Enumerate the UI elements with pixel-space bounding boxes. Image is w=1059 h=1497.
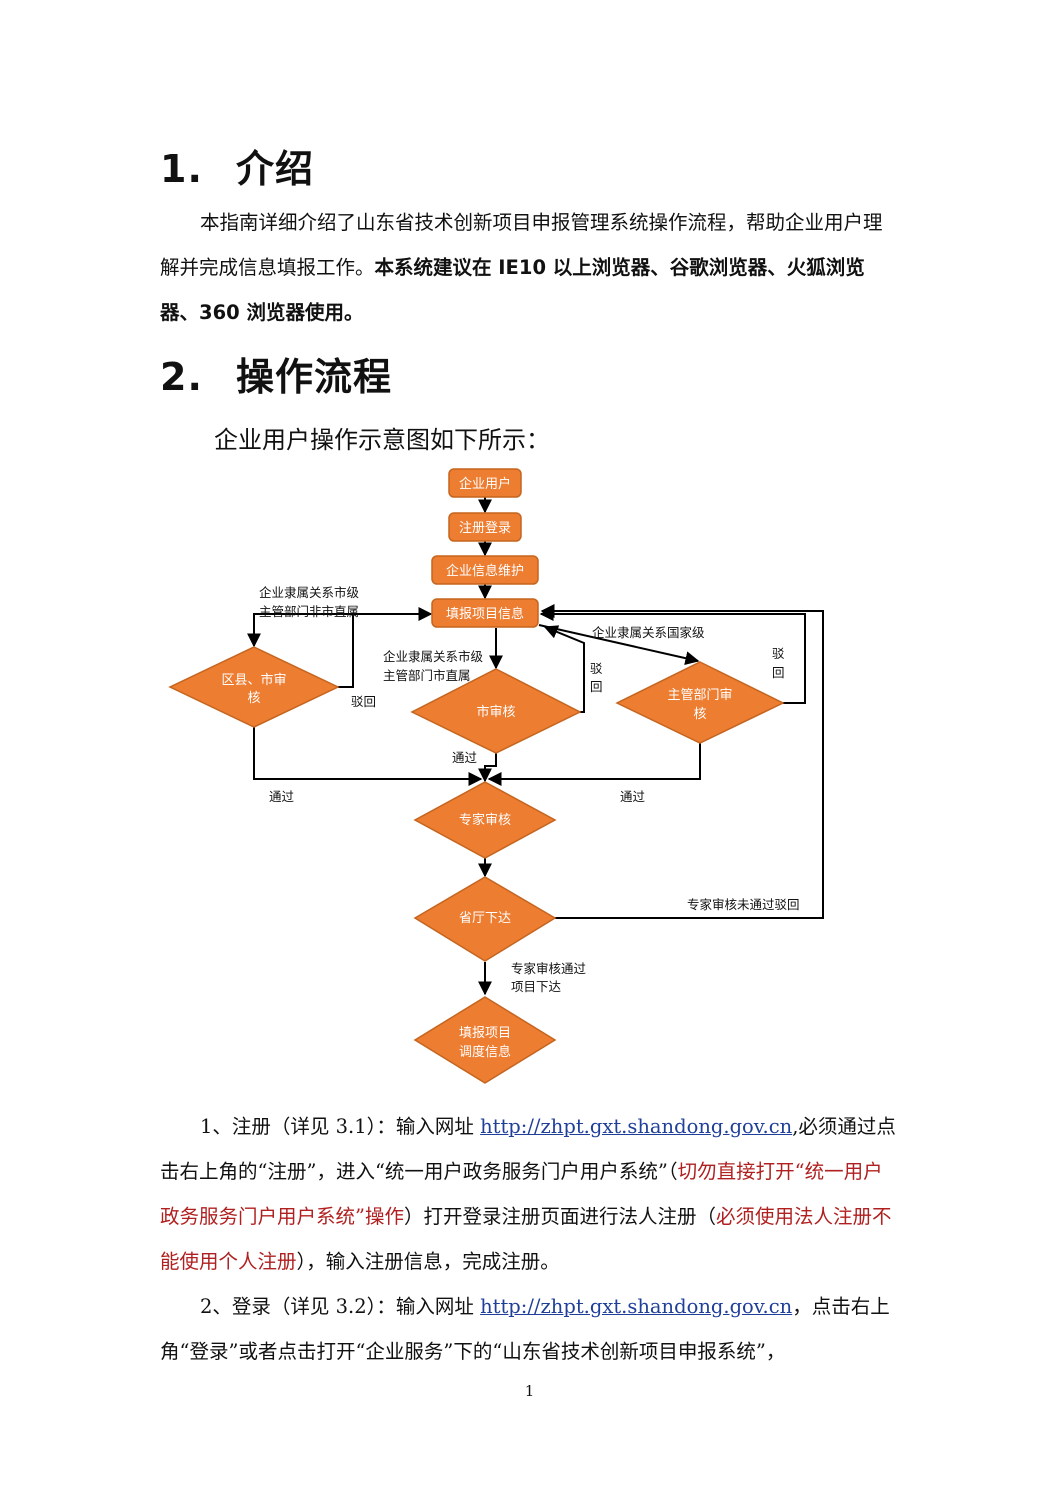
section-number: 1. — [160, 147, 203, 191]
flow-text-schedule: 调度信息 — [459, 1044, 511, 1060]
flow-diamond-expert — [413, 781, 557, 859]
flow-diamond-city — [410, 668, 582, 754]
flow-text-register: 注册登录 — [459, 521, 511, 536]
flow-label-direct: 企业隶属关系市级 — [383, 649, 484, 664]
step-1-text: ），输入注册信息，完成注册。 — [296, 1250, 560, 1273]
flow-label-pass: 通过 — [452, 750, 478, 765]
flow-label-reject: 驳 — [772, 646, 785, 661]
flow-box-register — [448, 512, 522, 542]
flow-text-schedule: 填报项目 — [459, 1026, 511, 1041]
section-title: 操作流程 — [236, 355, 393, 399]
flow-label-issued: 专家审核通过 — [511, 961, 587, 976]
flow-text-dept: 核 — [693, 707, 706, 722]
flow-diamond-dept — [615, 661, 785, 744]
flow-box-fill — [431, 598, 539, 628]
section-number: 2. — [160, 355, 203, 399]
section-1-heading: 1. 介绍 — [160, 138, 314, 193]
step-1-paragraph: 1、注册（详见 3.1）：输入网址 http://zhpt.gxt.shando… — [160, 1104, 900, 1284]
step-2-paragraph: 2、登录（详见 3.2）：输入网址 http://zhpt.gxt.shando… — [160, 1284, 900, 1374]
intro-text: 本指南详细介绍了山东省技术创新项目申报管理系统操作流程，帮助企业用户理解并完成信… — [160, 211, 883, 279]
section-title: 介绍 — [236, 147, 315, 191]
flow-text-city: 市审核 — [476, 704, 515, 720]
flow-text-fill: 填报项目信息 — [446, 606, 524, 622]
flow-label-reject: 驳 — [590, 661, 603, 676]
step-1-text: ,必须通过点击右上角的“注册”，进入“统一用户政务服务门户用户系统”（ — [160, 1115, 896, 1183]
flow-text-province: 省厅下达 — [459, 911, 511, 926]
flow-text-dept: 主管部门审 — [667, 688, 732, 703]
flow-label-issued: 项目下达 — [511, 979, 562, 994]
flow-text-district: 区县、市审 — [221, 672, 286, 688]
flow-box-maintain — [431, 555, 539, 585]
flow-box-user — [448, 468, 522, 498]
flow-text-user: 企业用户 — [459, 476, 511, 492]
flow-label-reject: 回 — [590, 679, 603, 694]
step-2-text: ，点击右上角“登录”或者点击打开“企业服务”下的“山东省技术创新项目申报系统”， — [160, 1295, 890, 1363]
flow-label-pass: 通过 — [269, 789, 295, 804]
step-1-link[interactable]: http://zhpt.gxt.shandong.gov.cn — [480, 1115, 793, 1138]
flow-diamond-schedule — [413, 996, 557, 1084]
flow-label-direct: 主管部门市直属 — [383, 668, 471, 683]
page-number: 1 — [524, 1382, 535, 1400]
step-1-text: 1、注册（详见 3.1）：输入网址 — [200, 1115, 481, 1138]
step-2-link[interactable]: http://zhpt.gxt.shandong.gov.cn — [480, 1295, 793, 1318]
intro-bold-text: 本系统建议在 IE10 以上浏览器、谷歌浏览器、火狐浏览器、360 浏览器使用。 — [160, 256, 865, 324]
step-1-warning: 必须使用法人注册不能使用个人注册 — [160, 1205, 892, 1273]
intro-paragraph: 本指南详细介绍了山东省技术创新项目申报管理系统操作流程，帮助企业用户理解并完成信… — [160, 200, 900, 335]
flow-label-reject: 回 — [772, 665, 785, 680]
flow-diamond-district — [168, 646, 340, 728]
flow-diamond-province — [413, 876, 557, 962]
section-2-heading: 2. 操作流程 — [160, 346, 392, 401]
flow-label-nondirect: 企业隶属关系市级 — [259, 585, 360, 600]
flow-label-pass: 通过 — [620, 789, 646, 804]
flow-text-expert: 专家审核 — [459, 812, 511, 828]
flow-text-district: 核 — [247, 691, 260, 706]
flow-label-expert-reject: 专家审核未通过驳回 — [687, 897, 800, 912]
flow-label-national: 企业隶属关系国家级 — [592, 625, 705, 640]
step-1-warning: 切勿直接打开“统一用户政务服务门户用户系统”操作 — [160, 1160, 883, 1228]
flow-text-maintain: 企业信息维护 — [446, 563, 524, 579]
step-1-text: ）打开登录注册页面进行法人注册（ — [403, 1205, 716, 1228]
step-2-text: 2、登录（详见 3.2）：输入网址 — [200, 1295, 481, 1318]
flow-caption: 企业用户操作示意图如下所示： — [214, 426, 550, 454]
flow-label-nondirect: 主管部门非市直属 — [259, 604, 359, 619]
flow-label-reject: 驳回 — [351, 694, 376, 709]
